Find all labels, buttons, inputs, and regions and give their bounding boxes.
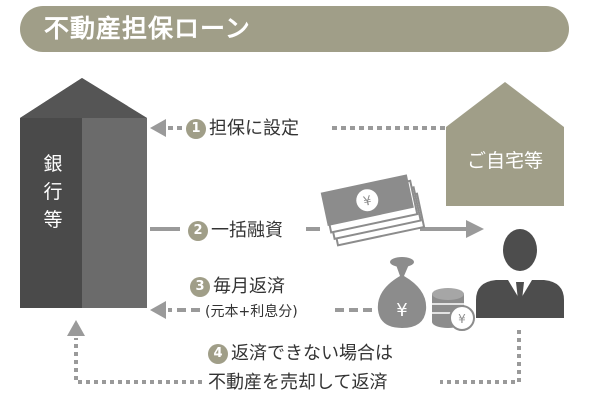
step-3-label: 毎月返済 — [213, 276, 285, 297]
yen-banknotes-icon: ¥ — [320, 174, 426, 247]
businessman-icon — [476, 229, 564, 318]
house-icon — [446, 82, 564, 206]
step-2-loan: 2 一括融資 — [188, 220, 283, 242]
bank-label-char: 行 — [43, 181, 63, 203]
arrow-foreclosure — [67, 320, 521, 384]
step-number-badge: 3 — [190, 277, 210, 297]
bank-label-char: 銀 — [43, 153, 63, 175]
step-4-foreclosure: 4 返済できない場合は — [208, 343, 393, 365]
svg-text:¥: ¥ — [362, 193, 373, 209]
step-1-label: 担保に設定 — [209, 118, 299, 139]
bank-label: 銀 行 等 — [38, 150, 68, 234]
arrow-loan — [150, 220, 484, 238]
svg-text:¥: ¥ — [396, 300, 407, 321]
step-3-repayment: 3 毎月返済 — [190, 276, 285, 298]
step-number-badge: 4 — [208, 344, 228, 364]
step-4-line-2: 不動産を売却して返済 — [208, 372, 388, 393]
title-banner — [20, 6, 569, 52]
step-1-collateral: 1 担保に設定 — [186, 118, 299, 140]
yen-moneybag-coins-icon: ¥ ¥ — [377, 257, 475, 331]
step-number-badge: 1 — [186, 119, 206, 139]
step-4-line-1: 返済できない場合は — [231, 343, 393, 364]
arrow-repayment — [150, 301, 372, 319]
step-2-label: 一括融資 — [211, 220, 283, 241]
home-label: ご自宅等 — [466, 150, 543, 172]
bank-label-char: 等 — [43, 209, 63, 231]
step-3-sublabel: (元本+利息分) — [205, 304, 298, 320]
page-title: 不動産担保ローン — [44, 14, 251, 43]
svg-text:¥: ¥ — [458, 312, 466, 326]
step-number-badge: 2 — [188, 221, 208, 241]
bank-building-icon — [20, 78, 147, 308]
arrow-collateral — [150, 119, 445, 137]
